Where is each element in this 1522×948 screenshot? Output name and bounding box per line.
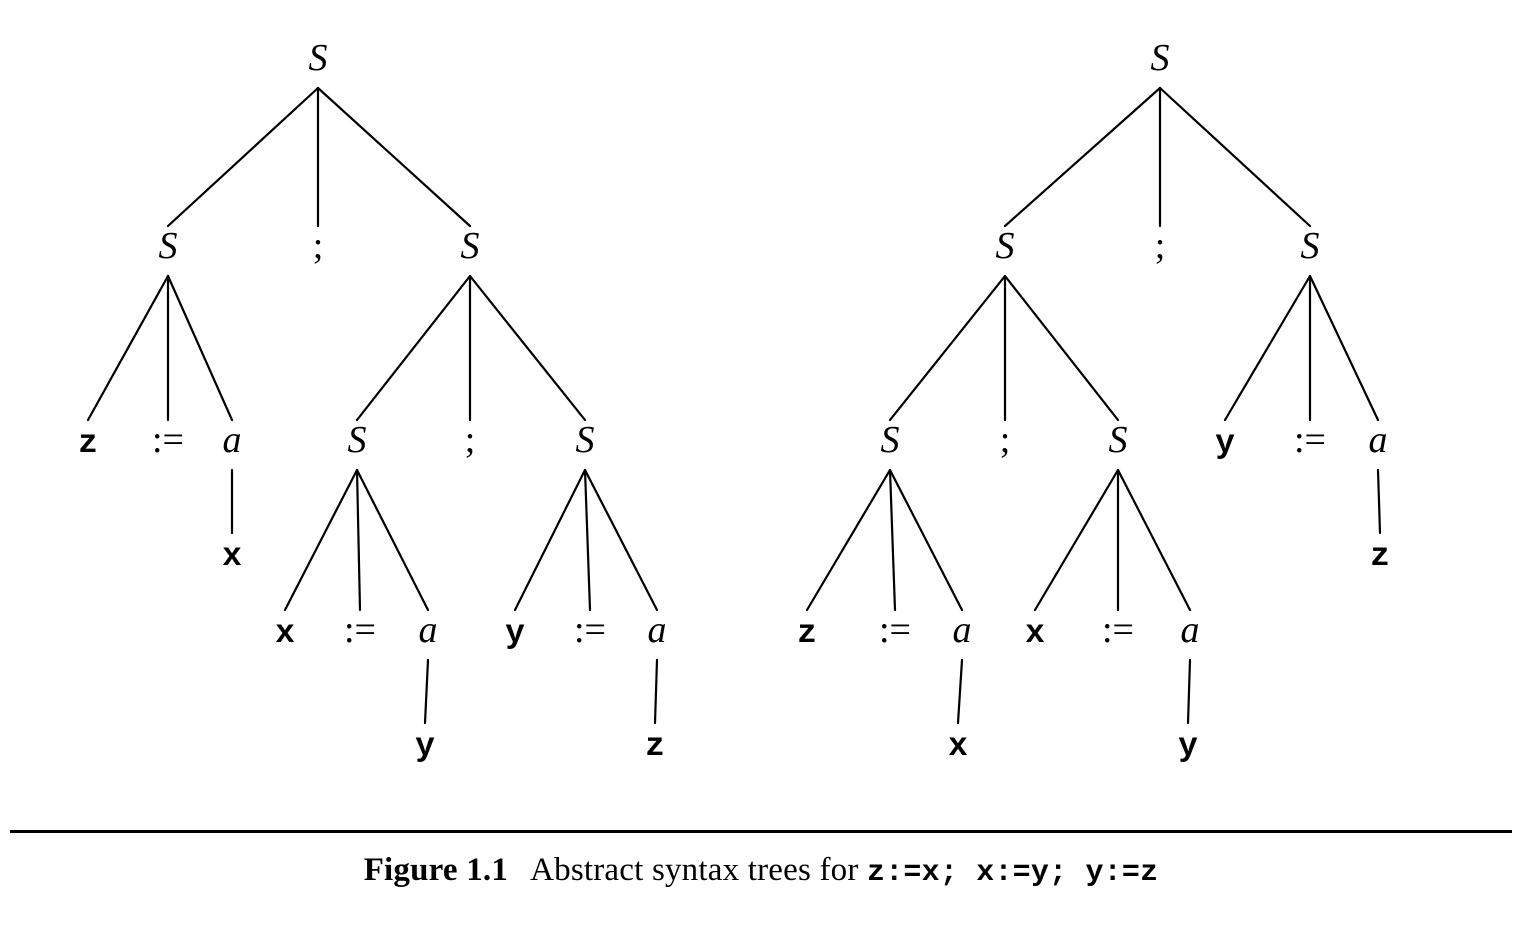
caption-figure-number: Figure 1.1 bbox=[363, 852, 509, 888]
tree-edge bbox=[888, 468, 897, 612]
tree-node-l-assign3: := bbox=[574, 609, 606, 651]
tree-node-r-semi2: ; bbox=[1000, 419, 1011, 461]
tree-node-r-a1: a bbox=[1369, 419, 1388, 461]
tree-node-r-y2: y bbox=[1178, 728, 1198, 765]
tree-node-r-s4: S bbox=[1109, 419, 1128, 461]
tree-node-l-x1: x bbox=[222, 538, 242, 575]
tree-edge bbox=[583, 468, 592, 612]
caption-divider-rule bbox=[10, 830, 1512, 833]
tree-node-r-s1: S bbox=[996, 225, 1015, 267]
tree-node-l-assign1: := bbox=[152, 419, 184, 461]
tree-node-r-z2: z bbox=[797, 615, 817, 652]
tree-node-l-a1: a bbox=[223, 419, 242, 461]
tree-edge bbox=[583, 468, 659, 612]
caption-description: Abstract syntax trees for bbox=[530, 852, 859, 888]
tree-node-r-y1: y bbox=[1215, 425, 1235, 462]
tree-node-l-s2: S bbox=[461, 225, 480, 267]
tree-node-r-assign2: := bbox=[879, 609, 911, 651]
tree-node-l-root: S bbox=[309, 37, 328, 79]
tree-edge bbox=[355, 468, 430, 612]
tree-edge bbox=[888, 274, 1007, 422]
tree-node-r-a3: a bbox=[1181, 609, 1200, 651]
tree-edge bbox=[1223, 274, 1312, 422]
tree-edge bbox=[1186, 658, 1192, 725]
tree-node-l-z: z bbox=[78, 425, 98, 462]
tree-edge bbox=[355, 274, 472, 422]
tree-node-l-semi2: ; bbox=[465, 419, 476, 461]
tree-node-l-s4: S bbox=[576, 419, 595, 461]
tree-node-l-s1: S bbox=[159, 225, 178, 267]
tree-node-l-z2: z bbox=[645, 728, 665, 765]
tree-edge bbox=[1376, 468, 1382, 535]
tree-edge bbox=[316, 86, 472, 228]
figure-caption: Figure 1.1 Abstract syntax trees for z:=x… bbox=[0, 852, 1522, 890]
tree-edge bbox=[653, 658, 659, 725]
tree-edge bbox=[1003, 274, 1120, 422]
tree-node-l-assign2: := bbox=[344, 609, 376, 651]
tree-edge bbox=[888, 468, 964, 612]
tree-edge bbox=[1033, 468, 1120, 612]
caption-code-snippet: z:=x; x:=y; y:=z bbox=[867, 856, 1159, 890]
tree-edge bbox=[1116, 468, 1192, 612]
tree-edge bbox=[166, 274, 234, 422]
tree-edge bbox=[1003, 86, 1162, 228]
tree-edge bbox=[355, 468, 362, 612]
tree-edge bbox=[513, 468, 587, 612]
tree-node-l-s3: S bbox=[348, 419, 367, 461]
tree-node-r-s2: S bbox=[1301, 225, 1320, 267]
tree-node-r-assign1: := bbox=[1294, 419, 1326, 461]
tree-node-l-y1: y bbox=[415, 728, 435, 765]
tree-edge bbox=[1308, 274, 1380, 422]
tree-edge bbox=[805, 468, 892, 612]
tree-edge bbox=[86, 274, 170, 422]
tree-node-r-z1: z bbox=[1370, 538, 1390, 575]
tree-node-l-a3: a bbox=[648, 609, 667, 651]
tree-edge bbox=[423, 658, 430, 725]
tree-node-r-semi1: ; bbox=[1155, 225, 1166, 267]
tree-edge bbox=[1158, 86, 1312, 228]
tree-edge bbox=[956, 658, 964, 725]
tree-node-l-a2: a bbox=[419, 609, 438, 651]
tree-node-r-s3: S bbox=[881, 419, 900, 461]
tree-node-l-semi1: ; bbox=[313, 225, 324, 267]
tree-edge bbox=[468, 274, 587, 422]
tree-edge bbox=[166, 86, 320, 228]
tree-node-l-x2: x bbox=[275, 615, 295, 652]
tree-node-r-x2: x bbox=[1025, 615, 1045, 652]
tree-edge-layer bbox=[86, 86, 1382, 725]
tree-node-r-x1: x bbox=[948, 728, 968, 765]
tree-edge bbox=[283, 468, 359, 612]
tree-node-r-a2: a bbox=[953, 609, 972, 651]
tree-node-r-assign3: := bbox=[1102, 609, 1134, 651]
tree-node-l-y2: y bbox=[505, 615, 525, 652]
tree-node-r-root: S bbox=[1151, 37, 1170, 79]
